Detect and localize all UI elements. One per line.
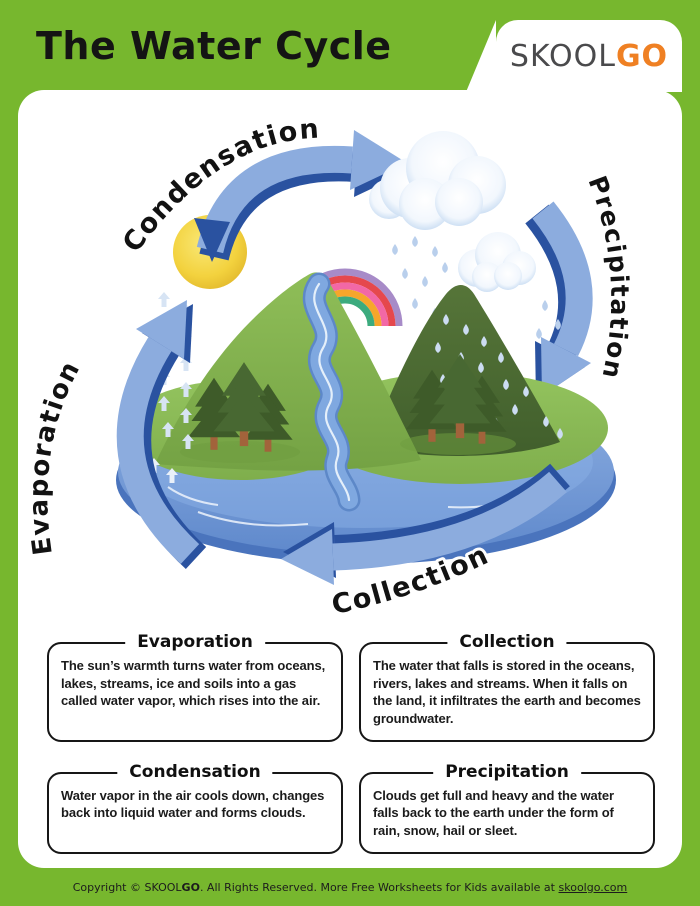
evaporation-arrow-label: Evaporation (24, 356, 86, 557)
condensation-box-body: Water vapor in the air cools down, chang… (61, 787, 325, 821)
description-boxes: Evaporation The sun’s warmth turns water… (47, 632, 655, 854)
condensation-box-title: Condensation (117, 761, 273, 782)
water-cycle-diagram: Condensation Precipitation Collection Ev… (21, 111, 636, 624)
page-title: The Water Cycle (36, 24, 392, 68)
evaporation-arrow (116, 300, 207, 570)
pine-trees-right (400, 354, 516, 455)
precipitation-box: Precipitation Clouds get full and heavy … (359, 761, 655, 854)
precipitation-box-title: Precipitation (433, 761, 581, 782)
river (302, 272, 361, 512)
collection-box-body: The water that falls is stored in the oc… (373, 658, 641, 727)
skoolgo-logo: SKOOLGO (510, 39, 668, 74)
logo-text-skool: SKOOL (509, 38, 616, 74)
collection-box-title: Collection (447, 632, 567, 652)
evaporation-box-title: Evaporation (125, 632, 265, 652)
footer-copyright-text: Copyright © (72, 880, 145, 894)
footer-link[interactable]: skoolgo.com (558, 880, 628, 894)
condensation-box: Condensation Water vapor in the air cool… (47, 761, 343, 854)
cloud-large (369, 131, 506, 230)
precipitation-box-body: Clouds get full and heavy and the water … (373, 787, 614, 839)
skoolgo-logo-panel: SKOOLGO (466, 20, 682, 92)
collection-arrow (281, 463, 570, 585)
footer-rights-text: . All Rights Reserved. More Free Workshe… (199, 880, 559, 894)
page-header: The Water Cycle SKOOLGO (0, 0, 700, 92)
evaporation-box-body: The sun’s warmth turns water from oceans… (61, 658, 326, 709)
footer-brand-go: GO (181, 880, 200, 894)
condensation-arrow (194, 130, 411, 262)
evaporation-box: Evaporation The sun’s warmth turns water… (47, 632, 343, 742)
cloud-small (458, 232, 536, 292)
footer-brand-skool: SKOOL (144, 880, 182, 894)
pine-trees-left (180, 362, 300, 463)
worksheet-card: Condensation Precipitation Collection Ev… (18, 90, 682, 868)
collection-box: Collection The water that falls is store… (359, 632, 655, 742)
logo-text-go: GO (615, 38, 669, 74)
